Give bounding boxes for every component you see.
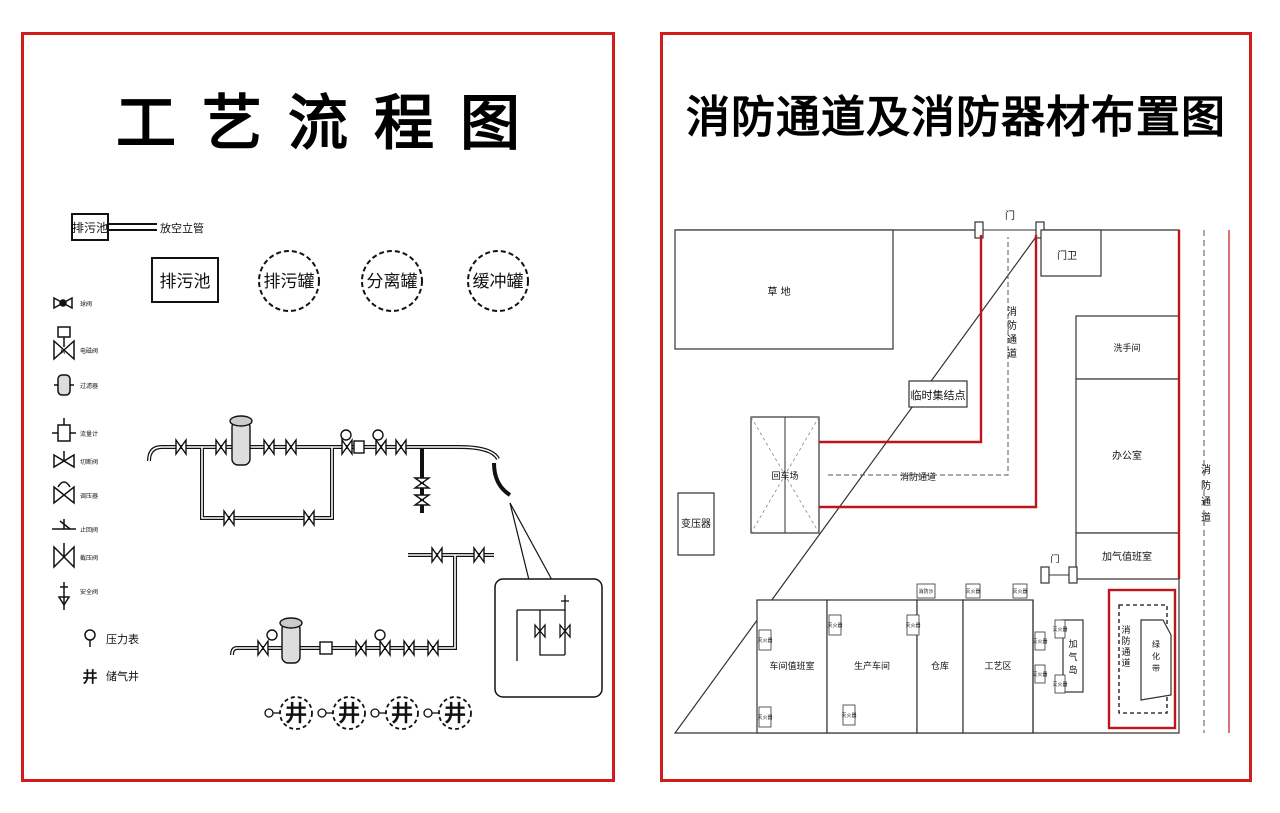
fueling-island-label: 加气岛 (1068, 639, 1077, 676)
pressure-gauge-label: 压力表 (106, 632, 139, 646)
fueling-island-text: 加气岛 (1068, 639, 1077, 676)
legend-pressure-valve: 截压阀 (80, 554, 98, 562)
legend-ball-valve: 球阀 (80, 300, 92, 308)
sewage-pool (151, 257, 219, 303)
workshop-duty-label: 车间值班室 (769, 660, 814, 672)
fire-layout-title: 消防通道及消防器材布置图 (686, 92, 1226, 143)
fire-layout-panel: 消防通道及消防器材布置图 门 门卫 草 地 洗手间 办公室 加气值班室 临时集结… (660, 32, 1252, 782)
extinguisher-4: 灭火器 (757, 715, 772, 721)
fire-lane-green-text: 消防通道 (1121, 624, 1130, 669)
process-flow-panel: 工艺流程图 排污池 放空立管 排污池 排污罐 分离罐 缓冲罐 (21, 32, 615, 782)
gas-well-3: 井 (391, 702, 413, 727)
fire-lane-road-label: 消防通道 (1201, 463, 1211, 524)
sewage-tank-label: 排污罐 (264, 272, 315, 292)
gas-well-label: 储气井 (106, 669, 139, 683)
gas-well-1: 井 (285, 702, 307, 727)
legend-flowmeter: 流量计 (80, 430, 98, 438)
extinguisher-6: 灭火器 (841, 713, 856, 719)
gas-well-icon: 井 (82, 668, 97, 686)
office-label: 办公室 (1112, 449, 1142, 462)
extinguisher-2: 灭火器 (1012, 589, 1027, 595)
sewage-pool-label: 排污池 (160, 272, 211, 292)
fire-lane-green-label: 消防通道 (1121, 624, 1130, 669)
top-tank-box (71, 213, 109, 241)
extinguisher-1: 灭火器 (965, 589, 980, 595)
fire-lane-vertical-label: 消防通道 (1007, 305, 1017, 360)
extinguisher-9: 灭火器 (1032, 672, 1047, 678)
sewage-tank (258, 250, 320, 312)
fire-layout-diagram: 门 门卫 草 地 洗手间 办公室 加气值班室 临时集结点 回车场 消防通道 (673, 209, 1230, 734)
gate-top-label: 门 (1005, 209, 1015, 222)
legend-cutoff-valve: 切断阀 (80, 458, 98, 466)
green-belt-text: 绿化带 (1152, 640, 1160, 673)
legend-labels: 球阀 电磁阀 过滤器 流量计 切断阀 调压器 止回阀 截压阀 安全阀 (80, 300, 98, 596)
vent-pipe-label: 放空立管 (160, 221, 204, 235)
process-flow-title: 工艺流程图 (116, 89, 546, 159)
extinguisher-11: 灭火器 (1052, 682, 1067, 688)
top-tank-label: 排污池 (72, 221, 108, 235)
production-label: 生产车间 (854, 660, 890, 672)
motor-icon: M (60, 349, 65, 356)
process-area-label: 工艺区 (984, 661, 1011, 672)
gate-bottom-label: 门 (1050, 553, 1059, 565)
fire-lane-horizontal-label: 消防通道 (900, 471, 936, 483)
green-belt-label: 绿化带 (1152, 640, 1160, 673)
transformer-label: 变压器 (681, 517, 711, 530)
legend-check-valve: 止回阀 (80, 526, 98, 534)
legend-solenoid-valve: 电磁阀 (80, 347, 98, 355)
separator-tank-label: 分离罐 (367, 272, 418, 292)
turnaround-label: 回车场 (771, 470, 798, 482)
process-flow-diagram: 排污池 放空立管 排污池 排污罐 分离罐 缓冲罐 (52, 213, 603, 730)
gas-well-2: 井 (338, 702, 360, 727)
fire-lane-vertical-text: 消防通道 (1007, 305, 1017, 360)
buffer-tank-label: 缓冲罐 (473, 272, 524, 292)
warehouse-label: 仓库 (931, 660, 949, 672)
extinguisher-10: 灭火器 (1052, 627, 1067, 633)
separator-tank (361, 250, 423, 312)
fire-lane-route (819, 230, 1181, 730)
extinguishers: 灭火器 灭火器 消防沙 灭火器 灭火器 灭火器 灭火器 灭火器 灭火器 灭火器 … (757, 583, 1068, 728)
extinguisher-8: 灭火器 (1032, 639, 1047, 645)
legend-safety-valve: 安全阀 (80, 588, 98, 596)
legend-filter: 过滤器 (80, 382, 98, 390)
gas-well-4: 井 (444, 702, 466, 727)
extinguisher-3: 灭火器 (757, 638, 772, 644)
fire-lane-road-text: 消防通道 (1201, 463, 1211, 524)
gas-duty-room-label: 加气值班室 (1102, 550, 1152, 563)
legend-regulator: 调压器 (80, 492, 98, 500)
detail-inset (494, 578, 603, 698)
fire-sand-box: 消防沙 (918, 588, 933, 595)
extinguisher-7: 灭火器 (905, 623, 920, 629)
buffer-tank (467, 250, 529, 312)
pressure-gauge-icon (84, 629, 96, 641)
guard-label: 门卫 (1057, 249, 1077, 262)
assembly-point-label: 临时集结点 (911, 388, 966, 402)
restroom-label: 洗手间 (1113, 342, 1140, 354)
extinguisher-5: 灭火器 (827, 623, 842, 629)
lawn-label: 草 地 (767, 285, 790, 298)
gas-wells: 井 井 井 井 (264, 696, 472, 730)
